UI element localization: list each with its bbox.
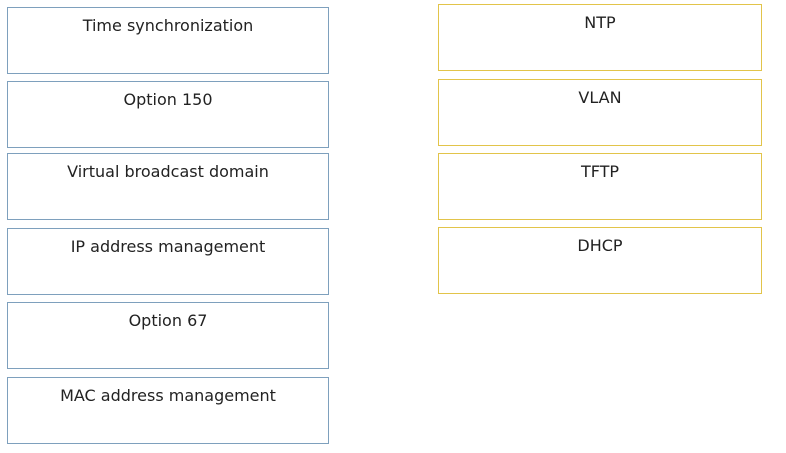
term-box-tftp[interactable]: TFTP [438, 153, 762, 220]
description-box-option-67[interactable]: Option 67 [7, 302, 329, 369]
description-box-option-150[interactable]: Option 150 [7, 81, 329, 148]
term-label: DHCP [577, 236, 623, 255]
description-label: Virtual broadcast domain [67, 162, 269, 181]
description-label: Time synchronization [82, 16, 254, 35]
description-box-ip-address-management[interactable]: IP address management [7, 228, 329, 295]
term-label: TFTP [580, 162, 620, 181]
term-label: VLAN [578, 88, 622, 107]
description-box-time-synchronization[interactable]: Time synchronization [7, 7, 329, 74]
description-label: Option 67 [128, 311, 208, 330]
term-box-ntp[interactable]: NTP [438, 4, 762, 71]
description-label: IP address management [70, 237, 266, 256]
term-box-dhcp[interactable]: DHCP [438, 227, 762, 294]
description-label: Option 150 [123, 90, 213, 109]
description-box-virtual-broadcast-domain[interactable]: Virtual broadcast domain [7, 153, 329, 220]
term-box-vlan[interactable]: VLAN [438, 79, 762, 146]
description-label: MAC address management [60, 386, 276, 405]
description-box-mac-address-management[interactable]: MAC address management [7, 377, 329, 444]
term-label: NTP [584, 13, 616, 32]
